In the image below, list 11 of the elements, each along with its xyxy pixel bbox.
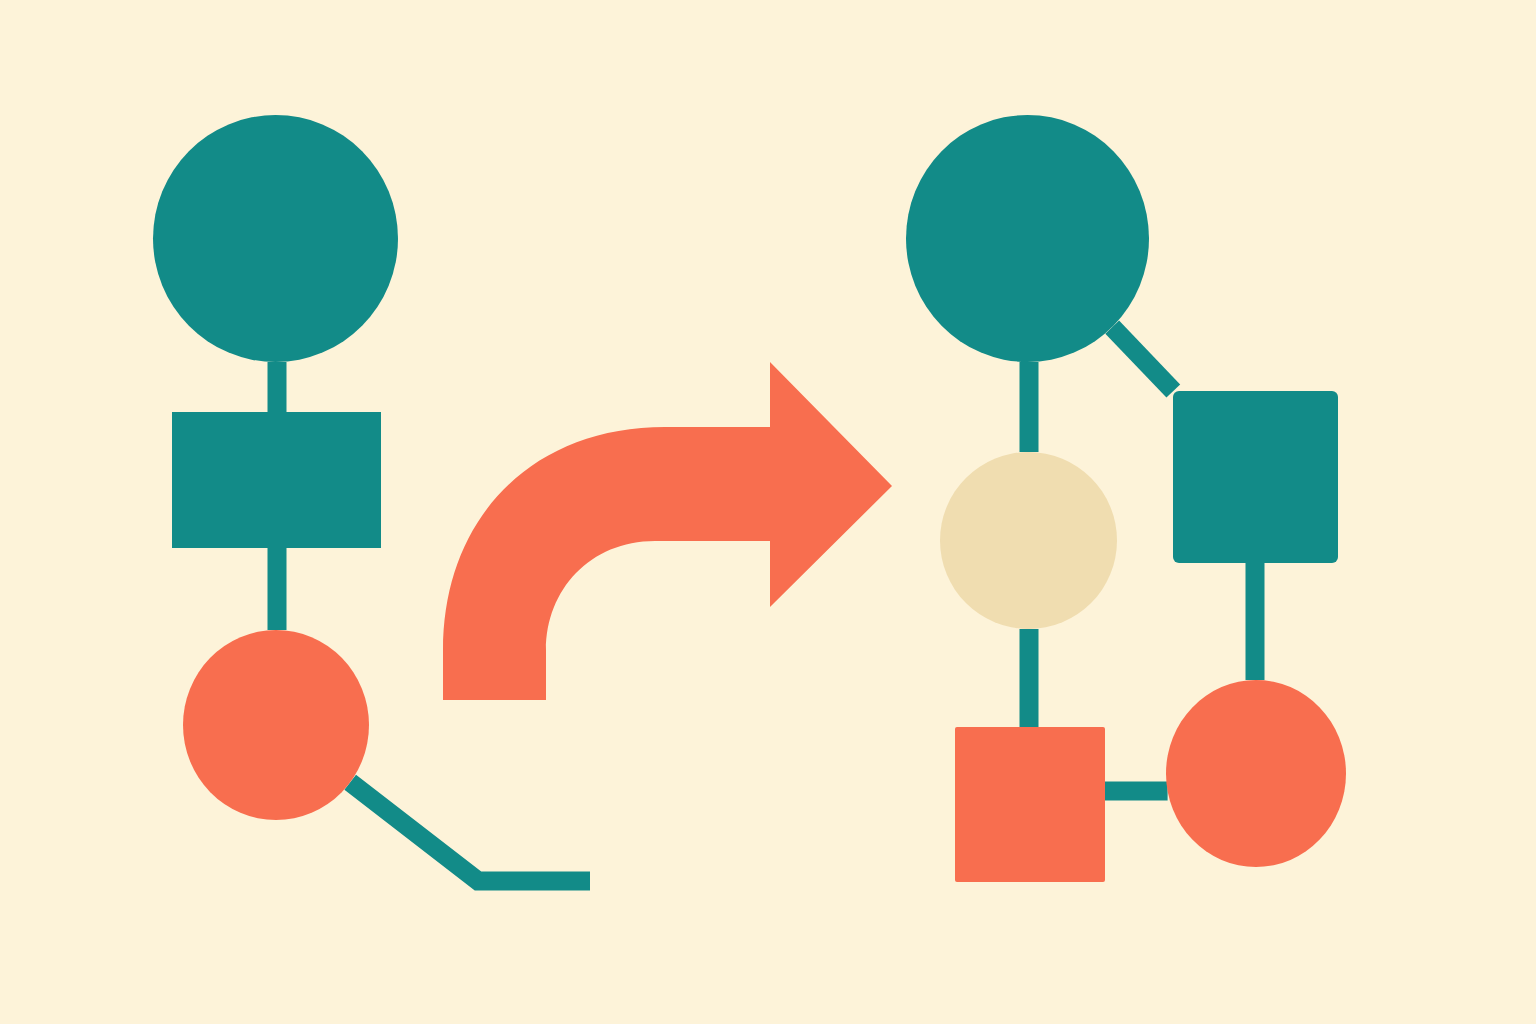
- connector-line: [267, 362, 287, 412]
- square-node: [1173, 391, 1338, 563]
- connector-line: [1105, 320, 1181, 398]
- square-node: [172, 412, 381, 548]
- connector-line: [267, 548, 287, 630]
- square-node: [955, 727, 1105, 882]
- connector-line: [344, 774, 590, 891]
- connector-line: [1105, 781, 1168, 801]
- connector-line: [1245, 563, 1265, 680]
- connector-line: [1019, 362, 1039, 452]
- connector-line: [1019, 629, 1039, 727]
